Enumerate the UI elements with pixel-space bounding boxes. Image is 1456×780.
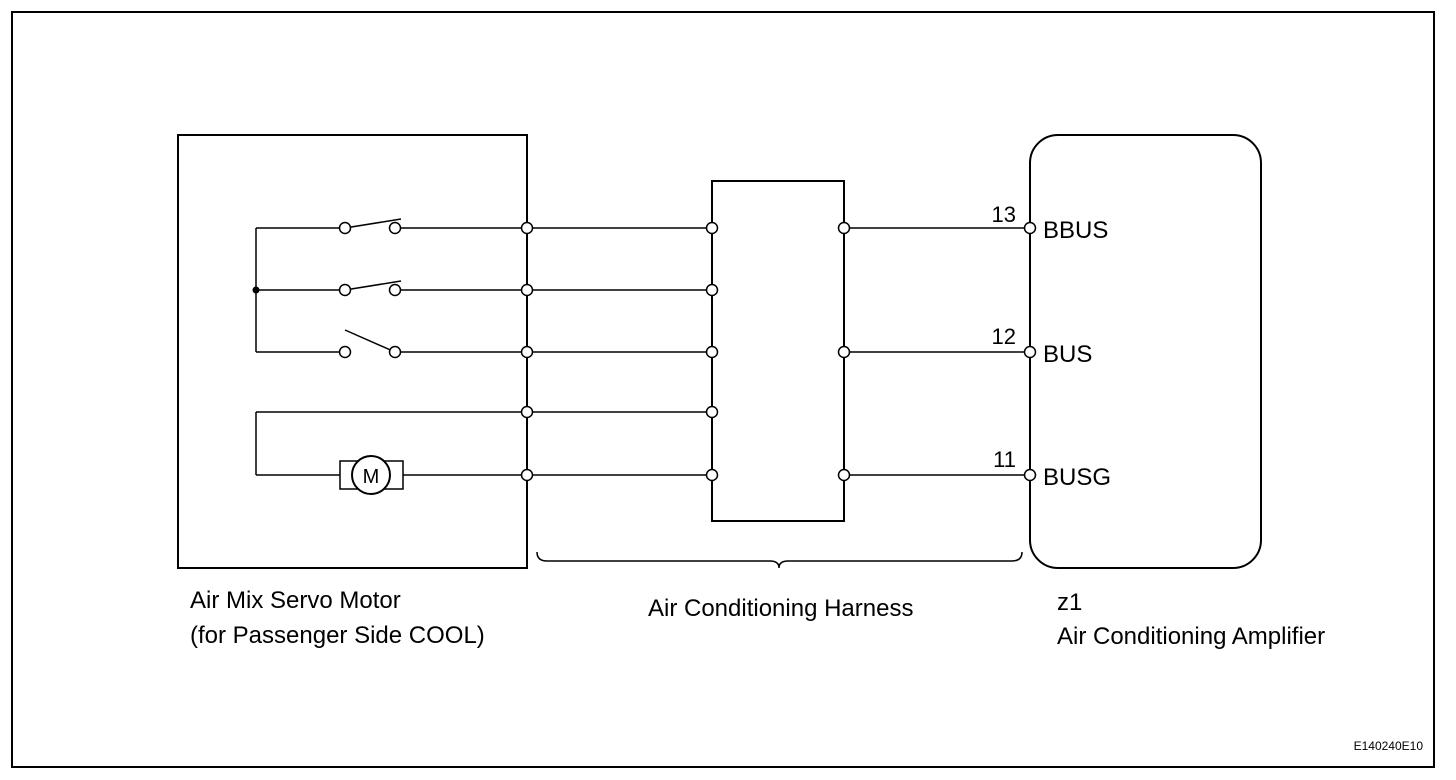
amplifier-label: Air Conditioning Amplifier (1057, 623, 1325, 650)
pin-name-busg: BUSG (1043, 464, 1111, 491)
harness-label: Air Conditioning Harness (648, 595, 913, 622)
motor-wiring: M (255, 411, 527, 495)
harness-amplifier-wires (837, 221, 1037, 482)
amplifier-code: z1 (1057, 589, 1082, 616)
harness-box (711, 180, 845, 522)
junction-dot (252, 286, 260, 294)
pin-name-bbus: BBUS (1043, 217, 1108, 244)
pin-number-12: 12 (992, 324, 1016, 349)
pin-name-bus: BUS (1043, 341, 1092, 368)
outer-frame (11, 11, 1435, 768)
harness-brace (536, 551, 1023, 569)
switch-wiring (252, 218, 527, 359)
servo-harness-wires (520, 221, 719, 482)
servo-motor-label-line2: (for Passenger Side COOL) (190, 622, 485, 649)
motor-symbol: M (363, 466, 380, 488)
motor-icon (351, 455, 391, 495)
pin-number-11: 11 (993, 447, 1016, 472)
servo-motor-label-line1: Air Mix Servo Motor (190, 587, 401, 614)
pin-number-13: 13 (992, 202, 1016, 227)
figure-code: E140240E10 (1354, 739, 1424, 753)
